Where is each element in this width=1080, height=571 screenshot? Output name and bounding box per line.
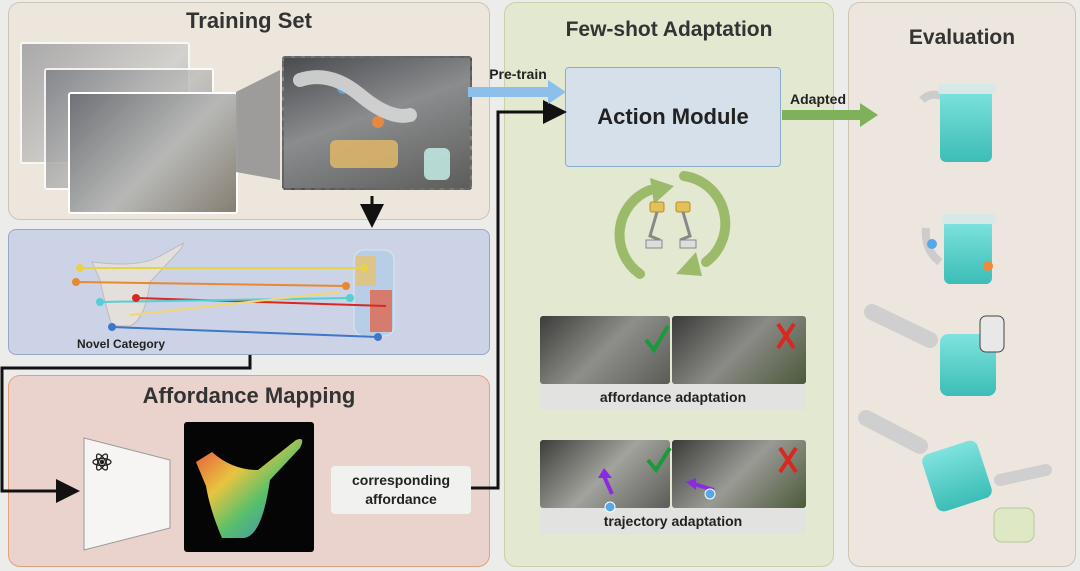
affordance-to-module-arrow (471, 100, 567, 490)
watering-can-shape (91, 242, 185, 327)
robot-hand-sketch (293, 70, 450, 180)
action-module-label: Action Module (597, 104, 749, 129)
cycle-arrows-icon (614, 171, 731, 279)
few-shot-adaptation-title: Few-shot Adaptation (565, 18, 773, 41)
correspondence-lines (75, 267, 387, 338)
eval-jug-2 (921, 214, 996, 284)
adapted-label: Adapted (790, 91, 846, 107)
action-module-box: Action Module (565, 67, 781, 167)
check-icon-affordance (644, 324, 670, 354)
cycle-arrowhead-bottom (676, 252, 702, 276)
heatmap-watering-can (196, 439, 303, 538)
zoom-projection (236, 70, 280, 180)
novel-to-foundation-arrow (0, 355, 252, 503)
cross-icon-trajectory (778, 446, 798, 474)
point-cloud-jug (353, 249, 395, 337)
eval-pour-jug (858, 410, 1052, 543)
affordance-adaptation-label: affordance adaptation (599, 389, 747, 405)
atom-icon (92, 453, 112, 471)
pretrain-arrow (468, 80, 566, 104)
training-photo-front (68, 92, 238, 214)
corresponding-affordance-line1: corresponding (351, 472, 450, 488)
trajectory-adaptation-label: trajectory adaptation (603, 513, 743, 529)
correspondence-points (72, 264, 382, 341)
cross-icon-affordance (776, 322, 796, 350)
training-set-title: Training Set (186, 8, 312, 33)
affordance-adaptation-photo-left (540, 316, 670, 384)
adapted-arrow (782, 103, 878, 127)
pretrain-label: Pre-train (489, 66, 547, 82)
novel-category-label: Novel Category (76, 337, 166, 351)
affordance-adaptation-photo-right (672, 316, 806, 384)
novel-category-panel (8, 229, 490, 355)
foundation-model-trapezoid (83, 437, 171, 551)
corresponding-affordance-box: corresponding affordance (331, 466, 471, 514)
corresponding-affordance-line2: affordance (365, 491, 437, 507)
check-icon-trajectory (646, 446, 672, 474)
trajectory-arrows (598, 468, 716, 513)
evaluation-title: Evaluation (908, 26, 1016, 49)
robot-arms-icon (645, 201, 697, 249)
eval-grasp-jug (864, 304, 1005, 396)
eval-jug-1 (919, 84, 996, 162)
trajectory-adaptation-bar: trajectory adaptation (540, 508, 806, 534)
cycle-arrowhead-top (650, 178, 674, 204)
affordance-adaptation-bar: affordance adaptation (540, 384, 806, 410)
affordance-mapping-title: Affordance Mapping (142, 383, 356, 408)
